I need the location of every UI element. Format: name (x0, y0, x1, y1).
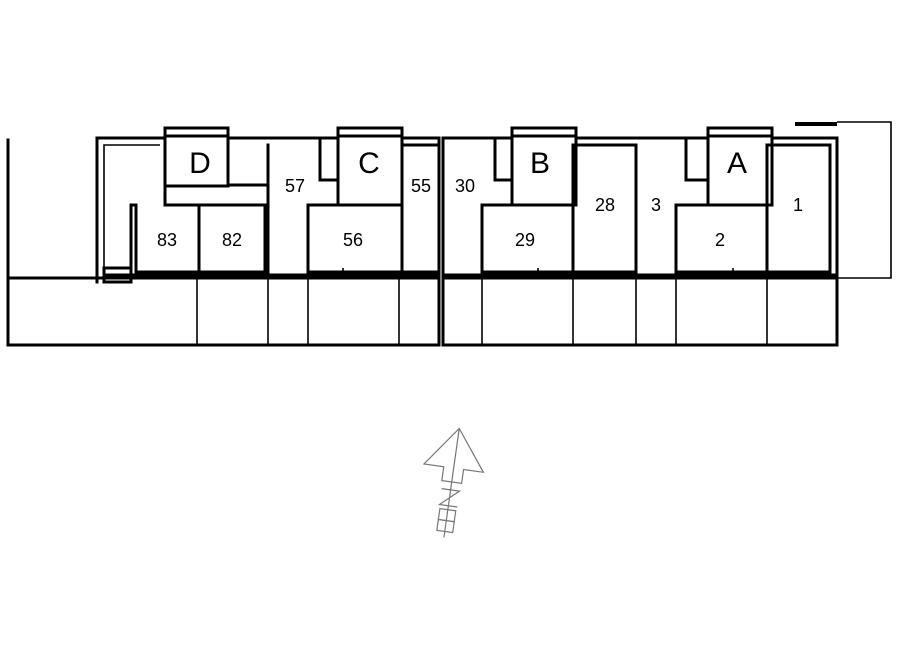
room-walls (102, 143, 839, 277)
north-letter-icon (437, 488, 462, 508)
room-label-55: 55 (411, 176, 431, 196)
room-label-83: 83 (157, 230, 177, 250)
terrace-dividers (196, 278, 768, 345)
room-label-28: 28 (595, 195, 615, 215)
room-label-3: 3 (651, 195, 661, 215)
stairwell-label-b: B (530, 147, 550, 180)
stairwell-label-c: C (358, 147, 380, 180)
room-label-2: 2 (715, 230, 725, 250)
terrace-block-west (6, 276, 441, 347)
room-labels: 83 82 57 56 55 30 29 28 3 2 1 (157, 176, 803, 250)
stairwell-labels: D C B A (189, 147, 747, 180)
stairwell-label-a: A (727, 147, 747, 180)
building-outline (6, 121, 892, 347)
north-arrow-icon (422, 427, 485, 538)
room-label-29: 29 (515, 230, 535, 250)
north-compass: N (422, 427, 485, 538)
room-label-82: 82 (222, 230, 242, 250)
room-label-57: 57 (285, 176, 305, 196)
room-label-1: 1 (793, 195, 803, 215)
terrace-block-east (441, 276, 839, 347)
room-label-30: 30 (455, 176, 475, 196)
stairwell-label-d: D (189, 147, 211, 180)
room-label-56: 56 (343, 230, 363, 250)
